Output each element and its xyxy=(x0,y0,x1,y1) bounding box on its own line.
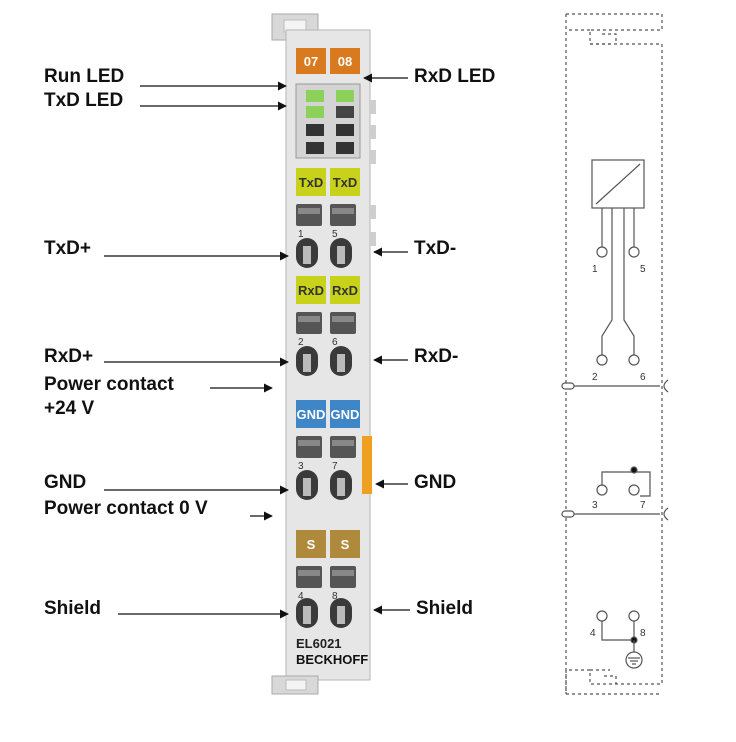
schematic-pin-8-label: 8 xyxy=(640,628,646,639)
rxd-led-light xyxy=(336,90,354,102)
schematic-pin-3-label: 3 xyxy=(592,500,598,511)
schematic-power-0v-plug-right xyxy=(663,507,669,521)
pin-2-label: 2 xyxy=(298,337,304,348)
schematic-power-24v-plug-right xyxy=(663,379,669,393)
label-power-contact-0v: Power contact 0 V xyxy=(44,498,208,519)
schematic-power-0v-plug-left xyxy=(561,510,575,518)
led-panel xyxy=(295,83,361,159)
earth-ground-icon xyxy=(625,651,643,669)
schematic-pin-8 xyxy=(628,610,640,622)
txd-tag-right: TxD xyxy=(333,175,358,190)
label-txd-plus: TxD+ xyxy=(44,238,91,259)
schematic-pin-1-label: 1 xyxy=(592,264,598,275)
schematic-power-24v-plug-left xyxy=(561,382,575,390)
shield-tag-right: S xyxy=(341,537,350,552)
led-7 xyxy=(306,142,324,154)
label-run-led: Run LED xyxy=(44,66,124,87)
shield-tags: S S xyxy=(296,530,360,558)
contact-block-3-7: 3 7 xyxy=(296,436,356,500)
pin-3-label: 3 xyxy=(298,461,304,472)
right-callouts: RxD LED TxD- RxD- GND Shield xyxy=(363,66,495,619)
contact-block-1-5: 1 5 xyxy=(296,204,356,268)
schematic-pin-7-label: 7 xyxy=(640,500,646,511)
pin-8-label: 8 xyxy=(332,591,338,602)
schematic-pin-4-label: 4 xyxy=(590,628,596,639)
schematic-pin-6-label: 6 xyxy=(640,372,646,383)
label-power-contact-24v-2: +24 V xyxy=(44,398,95,419)
label-power-contact-24v-1: Power contact xyxy=(44,374,175,395)
left-callouts: Run LED TxD LED TxD+ RxD+ Power contact … xyxy=(44,66,289,619)
pin-7-label: 7 xyxy=(332,461,338,472)
schematic-pin-6 xyxy=(628,354,640,366)
schematic-pin-2-label: 2 xyxy=(592,372,598,383)
pin-6-label: 6 xyxy=(332,337,338,348)
shield-tag-left: S xyxy=(307,537,316,552)
schematic-pin-1 xyxy=(596,246,608,258)
txd-tag-left: TxD xyxy=(299,175,324,190)
label-gnd-left: GND xyxy=(44,472,86,493)
channel-tags: 07 08 xyxy=(296,48,360,74)
rxd-tags: RxD RxD xyxy=(296,276,360,304)
schematic-pin-2 xyxy=(596,354,608,366)
contact-block-4-8: 4 8 xyxy=(296,566,356,628)
label-rxd-minus: RxD- xyxy=(414,346,458,367)
pin-5-label: 5 xyxy=(332,229,338,240)
power-contact-bar xyxy=(362,436,372,494)
gnd-tag-right: GND xyxy=(331,407,360,422)
channel-tag-07 xyxy=(296,48,326,74)
txd-led-light xyxy=(306,106,324,118)
led-5 xyxy=(306,124,324,136)
label-gnd-right: GND xyxy=(414,472,456,493)
gnd-tags: GND GND xyxy=(296,400,360,428)
brand-name: BECKHOFF xyxy=(296,652,368,667)
schematic-pin-5 xyxy=(628,246,640,258)
schematic-pin-3 xyxy=(596,484,608,496)
rxd-tag-right: RxD xyxy=(332,283,358,298)
contact-block-2-6: 2 6 xyxy=(296,312,356,376)
led-6 xyxy=(336,124,354,136)
rxd-tag-left: RxD xyxy=(298,283,324,298)
schematic-pin-4 xyxy=(596,610,608,622)
schematic-pin-numbers: 1 5 2 6 3 7 4 8 xyxy=(590,264,646,639)
label-rxd-led: RxD LED xyxy=(414,66,495,87)
schematic-pin-5-label: 5 xyxy=(640,264,646,275)
led-8 xyxy=(336,142,354,154)
label-txd-led: TxD LED xyxy=(44,90,123,111)
label-shield-right: Shield xyxy=(416,598,473,619)
pin-1-label: 1 xyxy=(298,229,304,240)
label-shield-left: Shield xyxy=(44,598,101,619)
schematic-outline-right xyxy=(565,13,663,695)
channel-tag-08-text: 08 xyxy=(338,54,352,69)
led-4 xyxy=(336,106,354,118)
run-led-light xyxy=(306,90,324,102)
model-name: EL6021 xyxy=(296,636,342,651)
txd-tags: TxD TxD xyxy=(296,168,360,196)
schematic xyxy=(561,13,669,695)
schematic-pin-7 xyxy=(628,484,640,496)
gnd-tag-left: GND xyxy=(297,407,326,422)
channel-tag-08 xyxy=(330,48,360,74)
channel-tag-07-text: 07 xyxy=(304,54,318,69)
label-txd-minus: TxD- xyxy=(414,238,456,259)
label-rxd-plus: RxD+ xyxy=(44,346,93,367)
pin-4-label: 4 xyxy=(298,591,304,602)
schematic-junction-gnd xyxy=(630,466,638,474)
